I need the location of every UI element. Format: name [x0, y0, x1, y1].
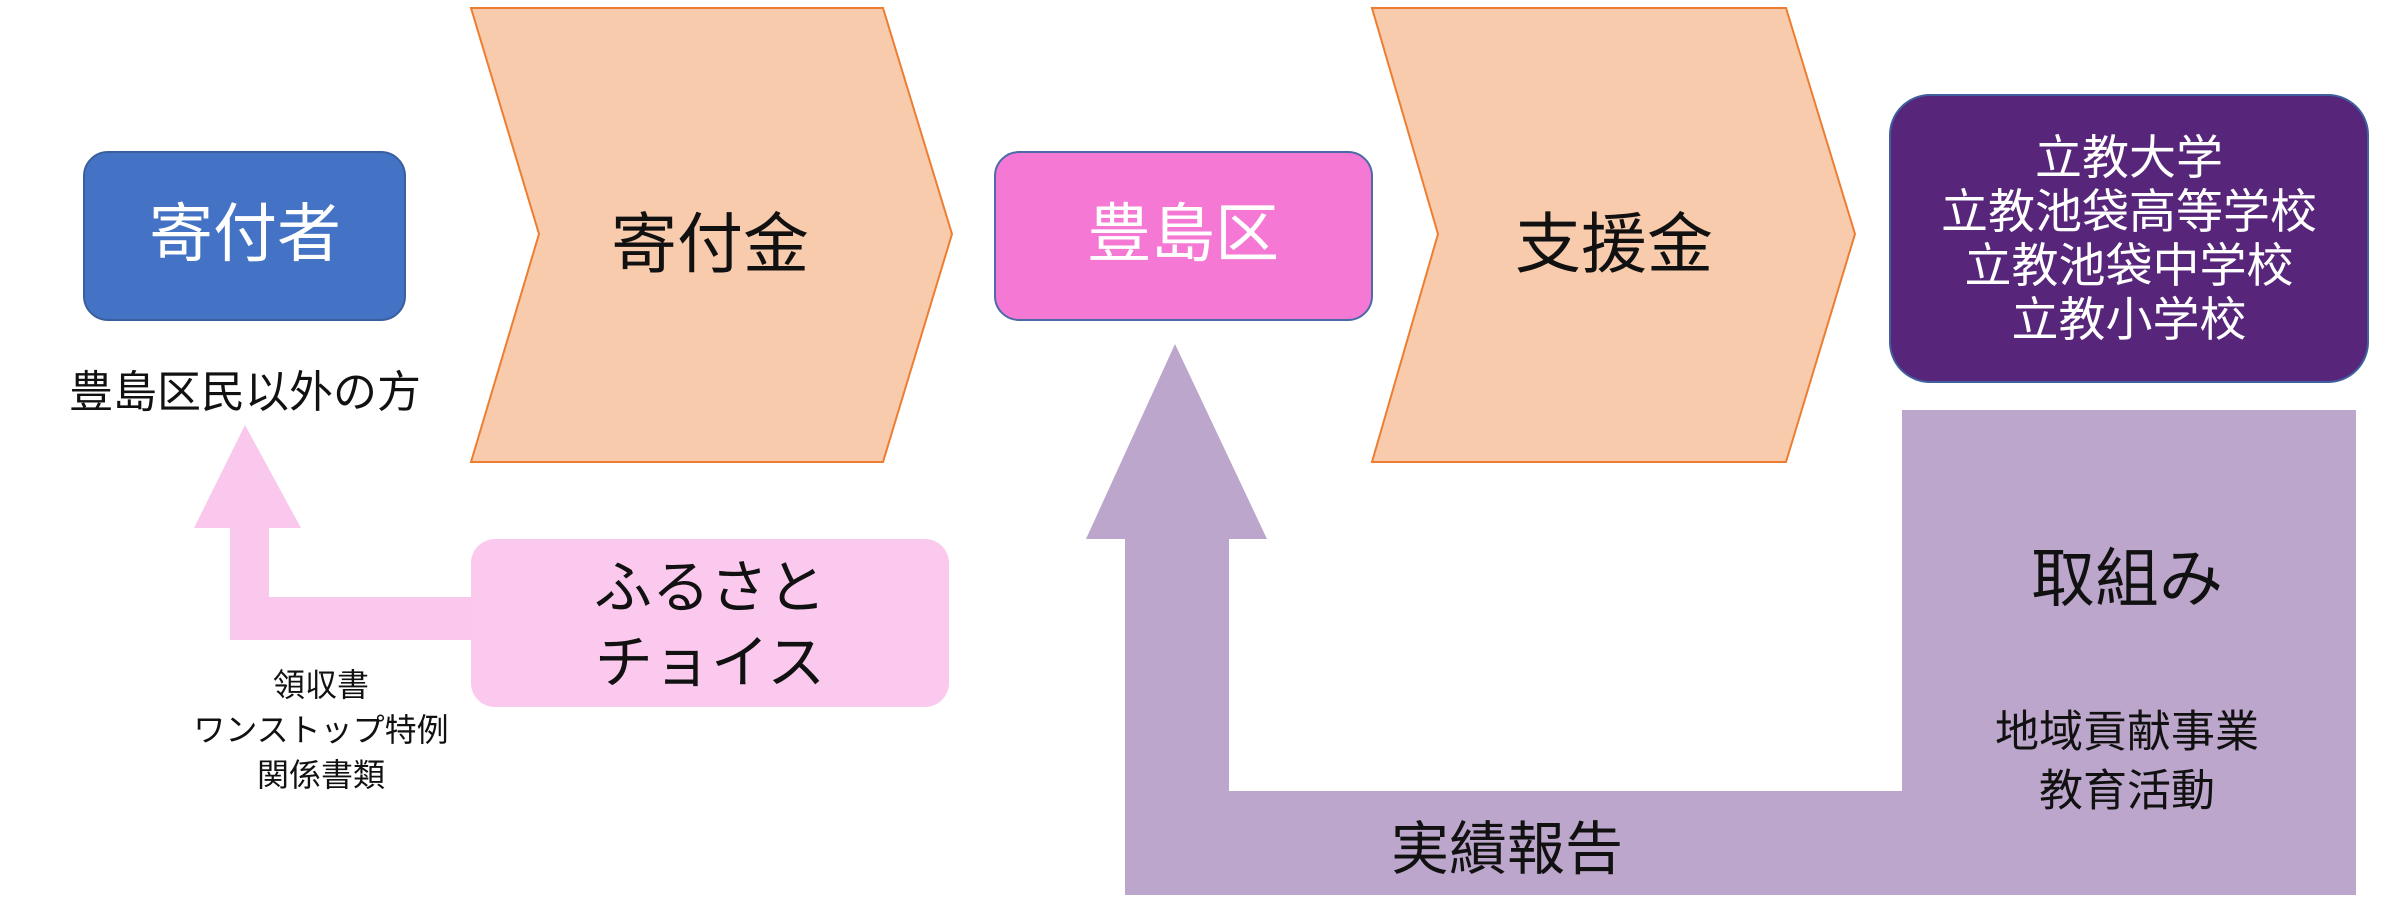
chevron-support: [1370, 7, 1857, 463]
school-name: 立教小学校: [2011, 293, 2247, 349]
ward-box: [994, 151, 1373, 321]
donor-note: 豊島区民以外の方: [69, 367, 421, 419]
furusato-label: ふるさと チョイス: [594, 551, 826, 702]
chevron-donation: [469, 7, 954, 463]
furusato-line: ふるさと: [593, 553, 827, 622]
documents-list: 領収書 ワンストップ特例 関係書類: [193, 663, 448, 797]
document-item: 領収書: [272, 665, 369, 704]
donor-label: 寄付者: [149, 198, 341, 273]
school-name: 立教池袋中学校: [1964, 239, 2294, 294]
activities-list: 地域貢献事業 教育活動: [1995, 703, 2259, 822]
ward-label: 豊島区: [1087, 198, 1279, 273]
furusato-box: [471, 539, 949, 707]
report-label: 実績報告: [1390, 814, 1624, 883]
donation-label: 寄付金: [611, 206, 809, 284]
activity-item: 地域貢献事業: [1995, 706, 2259, 758]
school-name: 立教大学: [2035, 130, 2223, 186]
report-arrow: [1086, 344, 2356, 895]
activity-item: 教育活動: [2039, 766, 2215, 817]
support-label: 支援金: [1515, 206, 1713, 284]
furusato-line: チョイス: [594, 629, 826, 697]
document-item: ワンストップ特例: [193, 710, 449, 749]
schools-list: 立教大学 立教池袋高等学校 立教池袋中学校 立教小学校: [1941, 130, 2317, 349]
activities-title: 取組み: [2031, 543, 2223, 618]
schools-box: [1889, 94, 2369, 383]
donor-box: [83, 151, 406, 321]
document-item: 関係書類: [256, 755, 385, 794]
school-name: 立教池袋高等学校: [1941, 184, 2317, 240]
documents-arrow: [194, 425, 474, 640]
